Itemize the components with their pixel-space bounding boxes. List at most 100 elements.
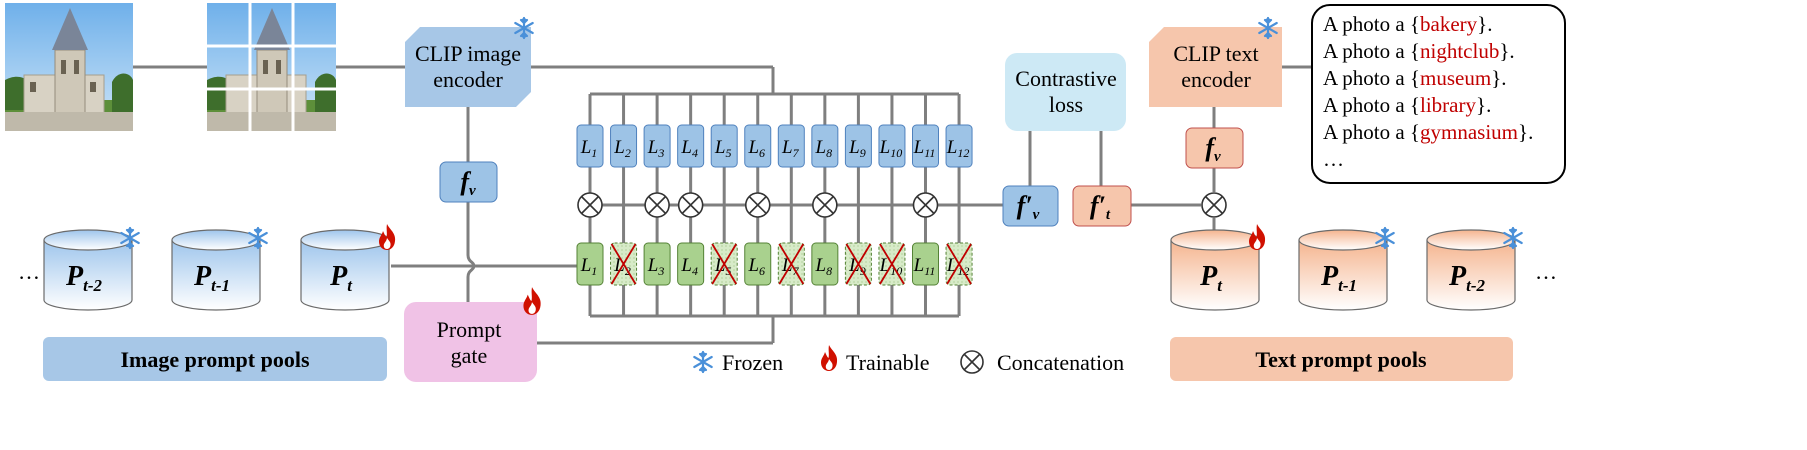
prompt-line: A photo a {museum}. [1323, 66, 1507, 90]
prompt-gate: Prompt gate [404, 287, 541, 382]
input-image [5, 3, 133, 131]
fv-prime-projection: f′v [1002, 185, 1059, 227]
layer-L7-top: L7 [777, 94, 805, 205]
pool-label: Pt-1 [1320, 261, 1357, 295]
text-pools-ellipsis: … [1535, 259, 1557, 284]
fv-text-projection: fv [1185, 127, 1244, 169]
layer-L1-bottom: L1 [576, 205, 604, 316]
pool-label: Pt [329, 261, 353, 295]
layer-label: L7 [781, 137, 800, 160]
concat-node [912, 192, 939, 218]
contrastive-loss: Contrastive loss [1005, 53, 1126, 131]
text-pools-label-box: Text prompt pools [1170, 337, 1513, 381]
layer-L7-bottom: L7 [777, 205, 805, 316]
legend-frozen-label: Frozen [722, 350, 783, 375]
layer-label: L4 [680, 137, 698, 160]
clip-text-encoder-line2: encoder [1181, 67, 1251, 92]
concat-node [644, 192, 670, 218]
disabled-cross-icon [610, 243, 637, 285]
patch-grid [207, 3, 336, 131]
legend-frozen-snowflake-icon [693, 350, 713, 374]
layer-L5-top: L5 [710, 94, 738, 205]
disabled-cross-icon [879, 243, 905, 285]
layer-L3-top: L3 [643, 94, 671, 205]
layer-label: L3 [647, 255, 665, 278]
layer-label: L12 [946, 137, 970, 160]
concat-node [812, 192, 838, 218]
clip-image-encoder-line2: encoder [433, 67, 503, 92]
text-pool-t-1: Pt-1 [1298, 226, 1395, 311]
layer-L2-top: L2 [610, 94, 638, 205]
image-pool-t-1: Pt-1 [171, 226, 268, 311]
image-pools-ellipsis: … [18, 259, 40, 284]
disabled-cross-icon [778, 243, 805, 285]
image-pool-t: Pt [300, 224, 396, 311]
layer-L8-bottom: L8 [811, 205, 839, 316]
layer-label: L1 [580, 137, 598, 160]
text-prompts-box: A photo a {bakery}. A photo a {nightclub}… [1311, 4, 1566, 184]
contrastive-loss-line2: loss [1049, 92, 1083, 117]
prompt-line: A photo a {library}. [1323, 93, 1491, 117]
pool-label: Pt-2 [1448, 261, 1485, 295]
layer-L3-bottom: L3 [643, 205, 671, 316]
layer-L6-bottom: L6 [744, 205, 772, 316]
svg-text:fv: fv [1205, 133, 1221, 165]
prompt-gate-line2: gate [451, 343, 488, 368]
disabled-cross-icon [845, 243, 872, 285]
layer-label: L2 [613, 137, 631, 160]
clip-image-encoder: CLIP image encoder [405, 16, 534, 107]
layer-L11-bottom: L11 [912, 205, 939, 316]
disabled-cross-icon [946, 243, 972, 285]
legend-trainable-fire-icon [821, 345, 838, 371]
clip-image-encoder-line1: CLIP image [415, 41, 521, 66]
contrastive-loss-line1: Contrastive [1015, 66, 1116, 91]
layer-label: L4 [680, 255, 698, 278]
concat-node [577, 192, 603, 218]
text-pool-t: Pt [1170, 224, 1266, 311]
layer-L9-top: L9 [844, 94, 872, 205]
prompt-line: A photo a {nightclub}. [1323, 39, 1515, 63]
layer-L11-top: L11 [912, 94, 939, 205]
svg-text:fv: fv [460, 167, 476, 199]
svg-text:f′t: f′t [1090, 191, 1111, 223]
layer-L12-bottom: L12 [945, 205, 973, 316]
layer-L2-bottom: L2 [610, 205, 638, 316]
image-pool-t-2: Pt-2 [43, 226, 140, 311]
prompt-ellipsis: … [1323, 147, 1344, 171]
pool-label: Pt-2 [65, 261, 102, 295]
layer-label: L1 [580, 255, 598, 278]
prompt-line: A photo a {bakery}. [1323, 12, 1493, 36]
layer-L4-bottom: L4 [677, 205, 705, 316]
clip-text-encoder-line1: CLIP text [1173, 41, 1258, 66]
layer-label: L11 [913, 255, 936, 278]
ft-prime-projection: f′t [1072, 185, 1132, 227]
layer-L12-top: L12 [945, 94, 973, 205]
layer-L1-top: L1 [576, 94, 604, 205]
layer-L9-bottom: L9 [844, 205, 872, 316]
svg-text:f′v: f′v [1017, 191, 1040, 223]
top-layer-row: L1 L2 L3 L4 L5 L6 L7 L8 L9 L10 L11 L12 [576, 94, 973, 205]
layer-L10-top: L10 [878, 94, 906, 205]
text-prompt-pools: Pt Pt-1 Pt-2 [1170, 224, 1523, 311]
layer-label: L11 [913, 137, 936, 160]
patched-image [207, 3, 336, 131]
legend: Frozen Trainable Concatenation [693, 345, 1124, 375]
layer-L8-top: L8 [811, 94, 839, 205]
layer-label: L6 [747, 137, 765, 160]
disabled-cross-icon [711, 243, 737, 285]
layer-label: L9 [848, 137, 866, 160]
trainable-fire-icon [1249, 224, 1266, 250]
layer-L4-top: L4 [677, 94, 705, 205]
pool-label: Pt [1199, 261, 1223, 295]
layer-L6-top: L6 [744, 94, 772, 205]
layer-label: L6 [747, 255, 765, 278]
layer-label: L10 [879, 137, 903, 160]
layer-L5-bottom: L5 [710, 205, 738, 316]
trainable-fire-icon [523, 287, 541, 315]
concat-nodes [577, 192, 939, 218]
text-concat-node [1201, 192, 1227, 218]
pool-label: Pt-1 [193, 261, 230, 295]
concat-node [744, 192, 771, 218]
